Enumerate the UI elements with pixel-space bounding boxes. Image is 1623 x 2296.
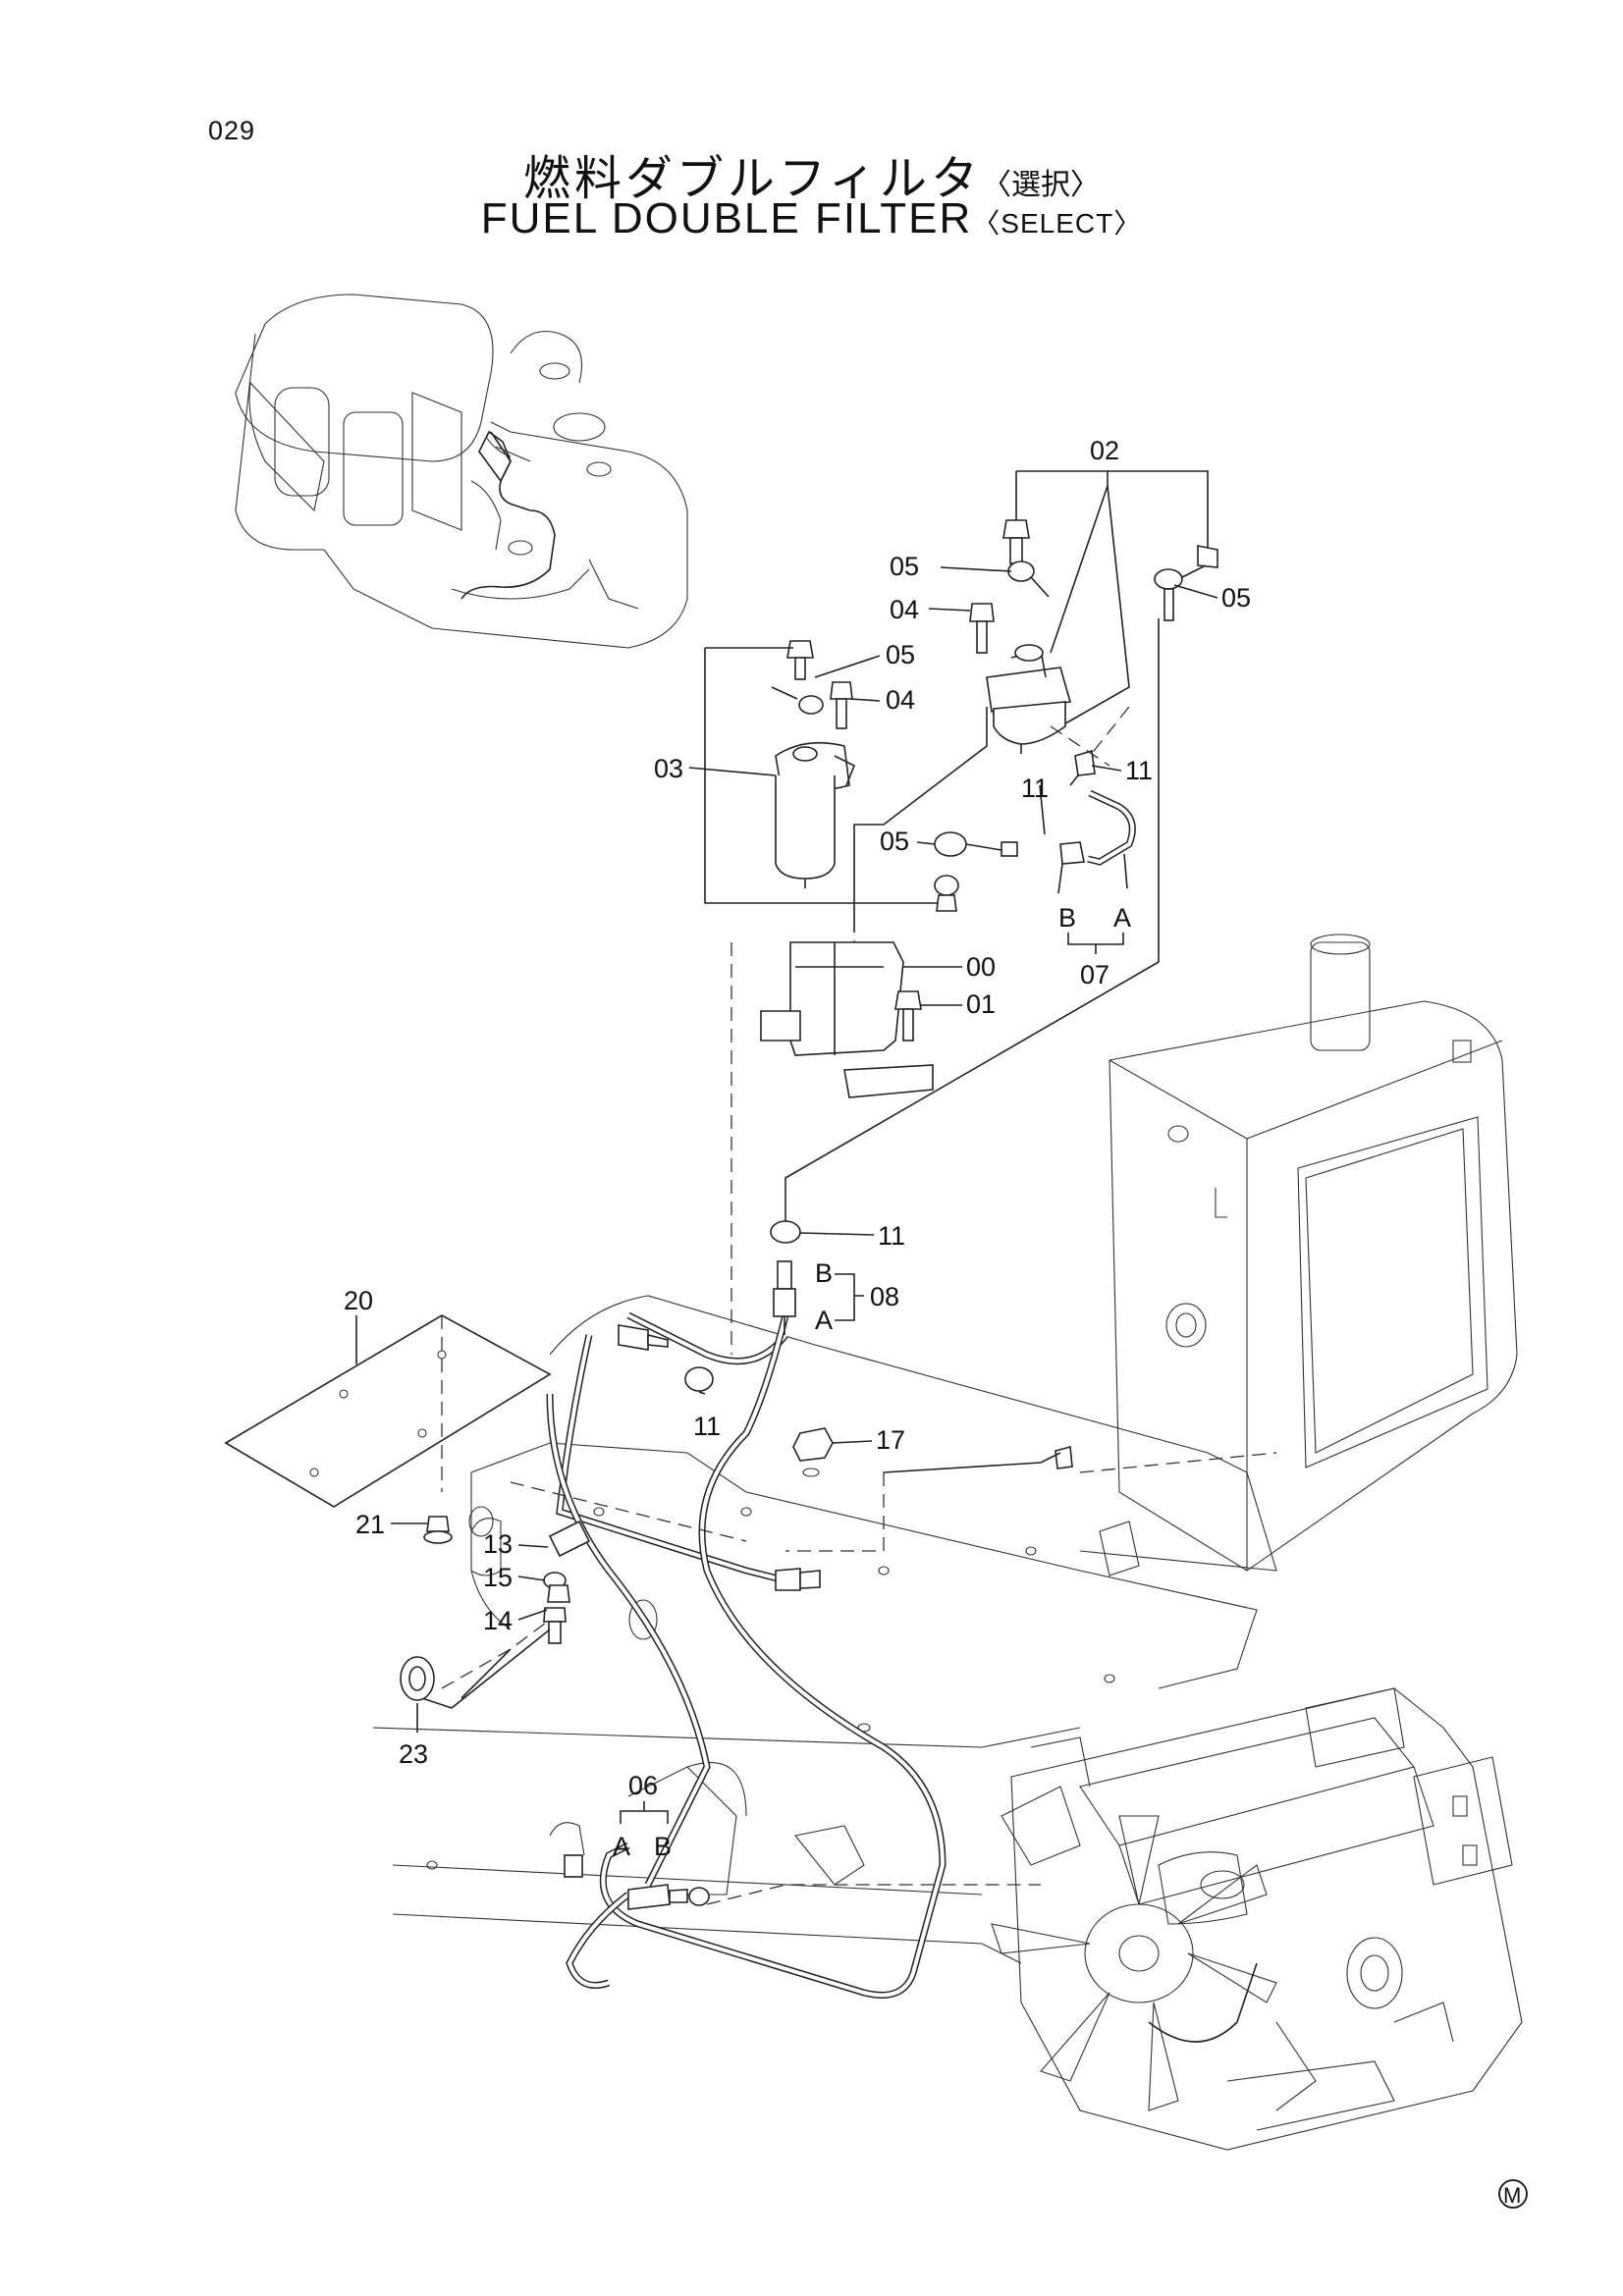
callout-23: 23	[399, 1739, 428, 1769]
callout-01: 01	[966, 989, 996, 1019]
page-number: 029	[208, 116, 256, 145]
callout-11: 11	[878, 1221, 905, 1251]
callout-labels: 02 05 05 04 05 04 11 03 11 05 00 01 07 B…	[344, 436, 1251, 1861]
corner-mark-letter: M	[1503, 2183, 1521, 2208]
title-english-text: FUEL DOUBLE FILTER	[480, 194, 973, 242]
callout-11: 11	[693, 1412, 721, 1441]
callout-05: 05	[886, 640, 915, 669]
frame-hose-drawing	[224, 942, 1277, 1999]
callout-05: 05	[890, 552, 919, 581]
callout-20: 20	[344, 1286, 373, 1315]
callout-08-A: A	[815, 1306, 833, 1335]
excavator-overview-drawing	[235, 294, 688, 649]
title-japanese: 燃料ダブルフィルタ〈選択〉	[0, 139, 1623, 208]
leader-lines	[355, 566, 1218, 1733]
callout-07: 07	[1080, 960, 1109, 989]
callout-07-A: A	[1113, 903, 1131, 933]
callout-02: 02	[1090, 436, 1119, 465]
callout-05: 05	[880, 827, 909, 856]
callout-06-A: A	[613, 1832, 630, 1861]
callout-08-B: B	[815, 1258, 833, 1288]
callout-04: 04	[890, 595, 919, 624]
callout-11: 11	[1021, 774, 1049, 803]
callout-13: 13	[483, 1529, 513, 1559]
fuel-tank-drawing	[1055, 934, 1518, 1576]
callout-17: 17	[876, 1425, 905, 1455]
callout-04: 04	[886, 685, 915, 715]
callout-06-B: B	[654, 1832, 672, 1861]
callout-06: 06	[628, 1771, 658, 1800]
callout-14: 14	[483, 1606, 513, 1635]
callout-15: 15	[483, 1563, 513, 1592]
title-english-select: 〈SELECT〉	[972, 208, 1143, 239]
callout-03: 03	[654, 754, 683, 783]
callout-05: 05	[1221, 583, 1251, 613]
callout-08: 08	[870, 1282, 899, 1311]
engine-drawing	[991, 1687, 1523, 2151]
corner-mark: M	[1498, 2179, 1528, 2209]
title-japanese-select: 〈選択〉	[982, 168, 1101, 202]
filter-assembly-drawing	[704, 470, 1218, 1098]
callout-00: 00	[966, 952, 996, 982]
title-japanese-text: 燃料ダブルフィルタ	[522, 151, 983, 206]
callout-07-B: B	[1058, 903, 1076, 933]
title-english: FUEL DOUBLE FILTER〈SELECT〉	[0, 194, 1623, 243]
callout-11: 11	[1125, 756, 1153, 785]
callout-21: 21	[355, 1510, 385, 1539]
